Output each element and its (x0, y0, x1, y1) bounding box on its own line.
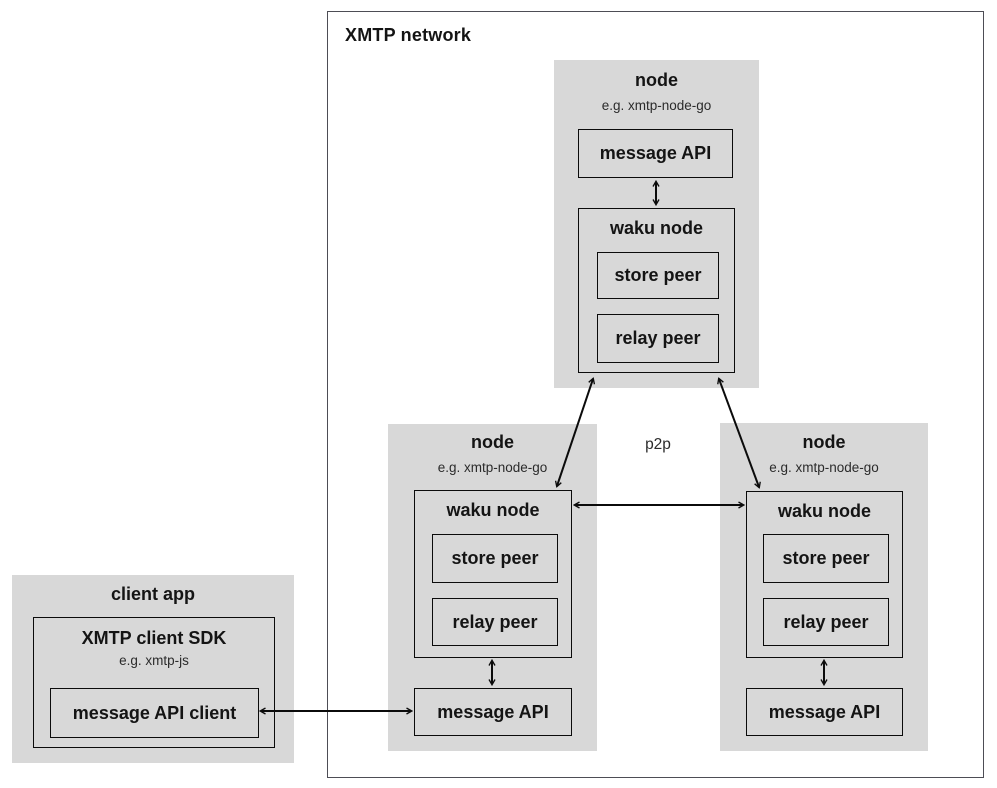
xmtp-network-box (327, 11, 984, 778)
node-title: node (471, 432, 514, 452)
node-subtitle: e.g. xmtp-node-go (601, 98, 712, 113)
node-subtitle: e.g. xmtp-node-go (437, 460, 548, 475)
node-title: node (635, 70, 678, 90)
sdk-title: XMTP client SDK (81, 628, 227, 648)
waku-node-box: waku node store peer relay peer (746, 491, 903, 658)
node-bottom-left: node e.g. xmtp-node-go waku node store p… (388, 424, 597, 751)
store-peer-box: store peer (432, 534, 558, 583)
message-api-box: message API (414, 688, 572, 736)
message-api-box: message API (746, 688, 903, 736)
message-api-box: message API (578, 129, 733, 178)
waku-node-box: waku node store peer relay peer (414, 490, 572, 658)
relay-peer-box: relay peer (432, 598, 558, 646)
client-app-title: client app (110, 584, 195, 604)
waku-node-box: waku node store peer relay peer (578, 208, 735, 373)
sdk-subtitle: e.g. xmtp-js (119, 653, 189, 668)
network-title: XMTP network (345, 25, 472, 45)
xmtp-client-sdk-box: XMTP client SDK e.g. xmtp-js message API… (33, 617, 275, 748)
store-peer-box: store peer (763, 534, 889, 583)
store-peer-box: store peer (597, 252, 719, 299)
waku-node-title: waku node (777, 501, 871, 521)
waku-node-title: waku node (446, 500, 540, 520)
message-api-client-box: message API client (50, 688, 259, 738)
client-app-box: client app XMTP client SDK e.g. xmtp-js … (12, 575, 294, 763)
node-bottom-right: node e.g. xmtp-node-go waku node store p… (720, 423, 928, 751)
node-top: node e.g. xmtp-node-go message API waku … (554, 60, 759, 388)
waku-node-title: waku node (609, 218, 703, 238)
relay-peer-box: relay peer (597, 314, 719, 363)
relay-peer-box: relay peer (763, 598, 889, 646)
p2p-label: p2p (645, 436, 671, 453)
node-subtitle: e.g. xmtp-node-go (769, 460, 879, 475)
node-title: node (802, 432, 846, 452)
